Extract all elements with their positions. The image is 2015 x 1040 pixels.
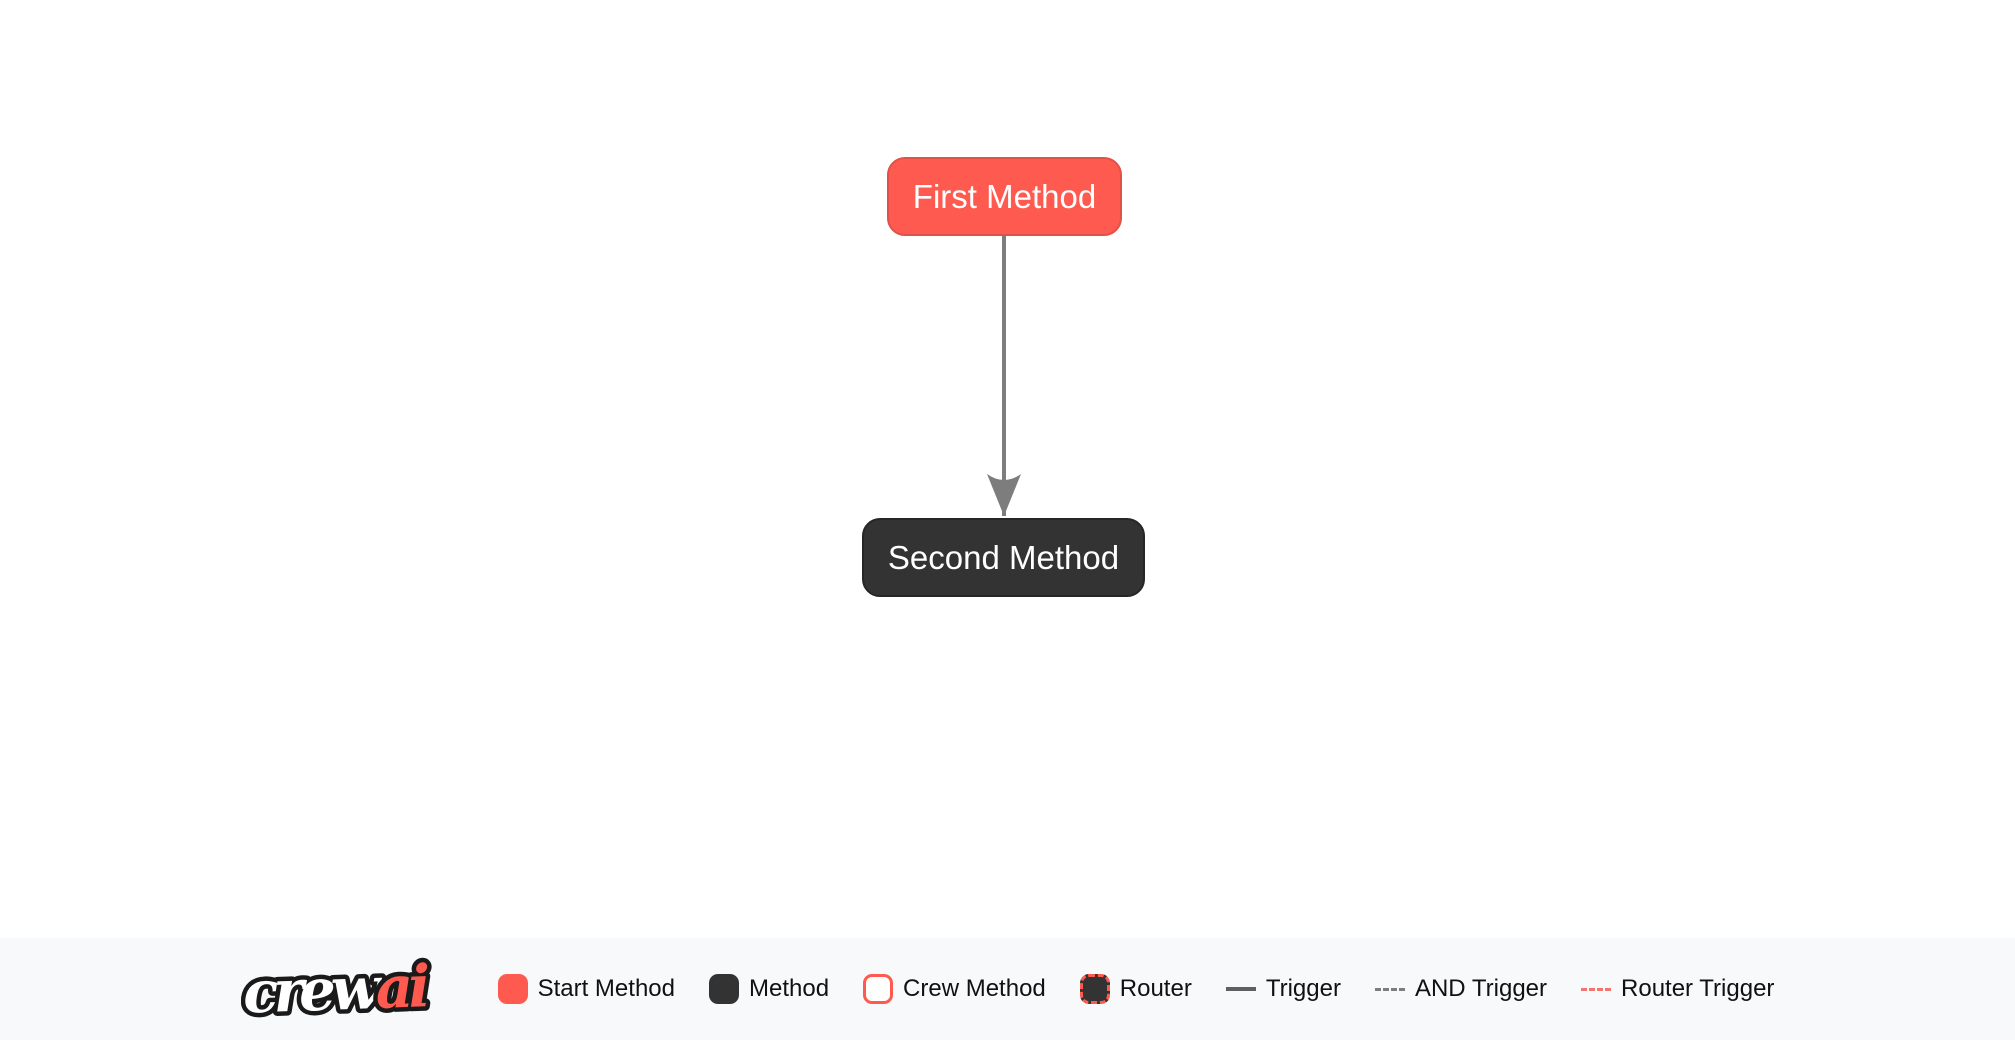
flow-canvas[interactable]: First Method Second Method xyxy=(0,0,2015,938)
legend-item-start-method: Start Method xyxy=(497,974,675,1004)
logo-text-crew: crew xyxy=(241,954,383,1027)
trigger-line-icon xyxy=(1225,987,1256,991)
legend-label: Crew Method xyxy=(903,975,1046,1002)
and-trigger-line-icon xyxy=(1374,987,1405,991)
trigger-edge xyxy=(987,236,1021,516)
crew-method-swatch-icon xyxy=(863,974,894,1004)
logo-text-ai: ai xyxy=(374,952,429,1022)
legend-label: Trigger xyxy=(1265,975,1341,1002)
node-first-method-label: First Method xyxy=(912,178,1097,215)
node-second-method-label: Second Method xyxy=(887,539,1120,576)
legend-item-router-trigger: Router Trigger xyxy=(1581,975,1774,1003)
start-method-swatch-icon xyxy=(497,974,528,1004)
legend-label: Router xyxy=(1119,975,1192,1002)
router-trigger-line-icon xyxy=(1581,987,1612,991)
legend-label: AND Trigger xyxy=(1414,975,1548,1002)
node-first-method[interactable]: First Method xyxy=(887,157,1122,236)
legend-bar: crewai Start Method Method Crew Method R… xyxy=(0,938,2015,1040)
svg-text:crewai: crewai xyxy=(241,952,429,1026)
legend-label: Method xyxy=(748,975,830,1002)
router-swatch-icon xyxy=(1079,974,1110,1004)
edge-layer xyxy=(987,236,1021,516)
method-swatch-icon xyxy=(708,974,739,1004)
legend-item-and-trigger: AND Trigger xyxy=(1374,975,1548,1003)
legend-item-router: Router xyxy=(1079,974,1192,1004)
crewai-logo: crewai xyxy=(241,948,434,1031)
legend-label: Start Method xyxy=(537,975,675,1002)
legend-item-method: Method xyxy=(708,974,830,1004)
node-second-method[interactable]: Second Method xyxy=(862,518,1145,597)
arrowhead-icon xyxy=(987,474,1021,516)
legend-label: Router Trigger xyxy=(1621,975,1775,1002)
legend-item-trigger: Trigger xyxy=(1225,975,1341,1003)
legend-item-crew-method: Crew Method xyxy=(863,974,1046,1004)
